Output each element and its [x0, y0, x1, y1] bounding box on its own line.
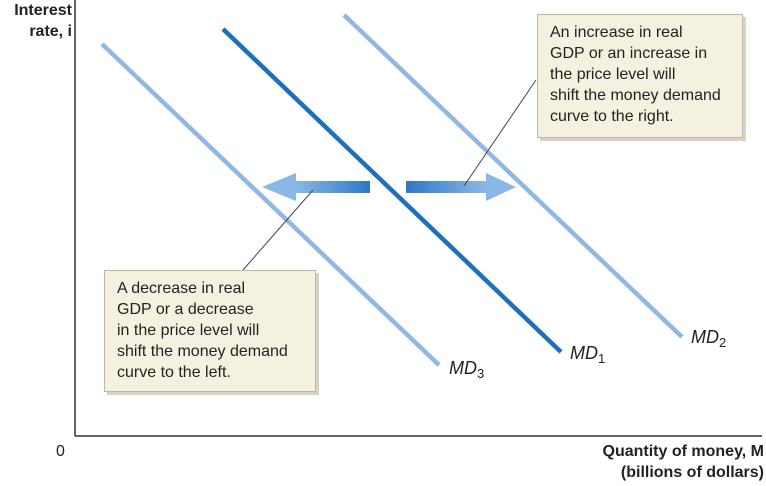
y-axis-title: Interest rate, i — [2, 0, 72, 42]
md2-label: MD2 — [691, 327, 726, 350]
callout-line: shift the money demand — [117, 343, 288, 360]
left-note-leader — [242, 189, 314, 271]
md1-label-text: MD — [570, 343, 598, 363]
y-axis-title-line: Interest — [14, 2, 72, 19]
md1-label: MD1 — [570, 343, 605, 366]
callout-line: in the price level will — [117, 322, 260, 339]
y-axis-title-line: rate, i — [29, 23, 72, 40]
callout-line: An increase in real — [550, 24, 683, 41]
shift-right-arrow — [406, 173, 516, 201]
md3-label-subscript: 3 — [477, 366, 485, 381]
md2-curve — [342, 13, 684, 339]
callout-line: the price level will — [550, 66, 676, 83]
callout-line: GDP or a decrease — [117, 301, 254, 318]
decrease-callout: A decrease in real GDP or a decrease in … — [104, 270, 316, 392]
md2-label-text: MD — [691, 327, 719, 347]
shift-left-arrow — [262, 173, 370, 201]
x-axis-title-line: (billions of dollars) — [620, 464, 764, 481]
increase-callout: An increase in real GDP or an increase i… — [537, 14, 743, 138]
md3-label: MD3 — [449, 358, 484, 381]
origin-label: 0 — [56, 443, 65, 460]
callout-line: A decrease in real — [117, 280, 246, 297]
md3-label-text: MD — [449, 358, 477, 378]
x-axis-title: Quantity of money, M (billions of dollar… — [504, 441, 764, 483]
callout-line: curve to the left. — [117, 364, 231, 381]
callout-line: curve to the right. — [550, 108, 674, 125]
x-axis-title-line: Quantity of money, M — [602, 443, 764, 460]
callout-line: shift the money demand — [550, 87, 721, 104]
md3-curve — [100, 42, 441, 367]
callout-line: GDP or an increase in — [550, 45, 708, 62]
right-note-leader — [463, 79, 537, 187]
md2-label-subscript: 2 — [719, 335, 727, 350]
md1-curve — [221, 27, 563, 354]
md1-label-subscript: 1 — [598, 351, 606, 366]
